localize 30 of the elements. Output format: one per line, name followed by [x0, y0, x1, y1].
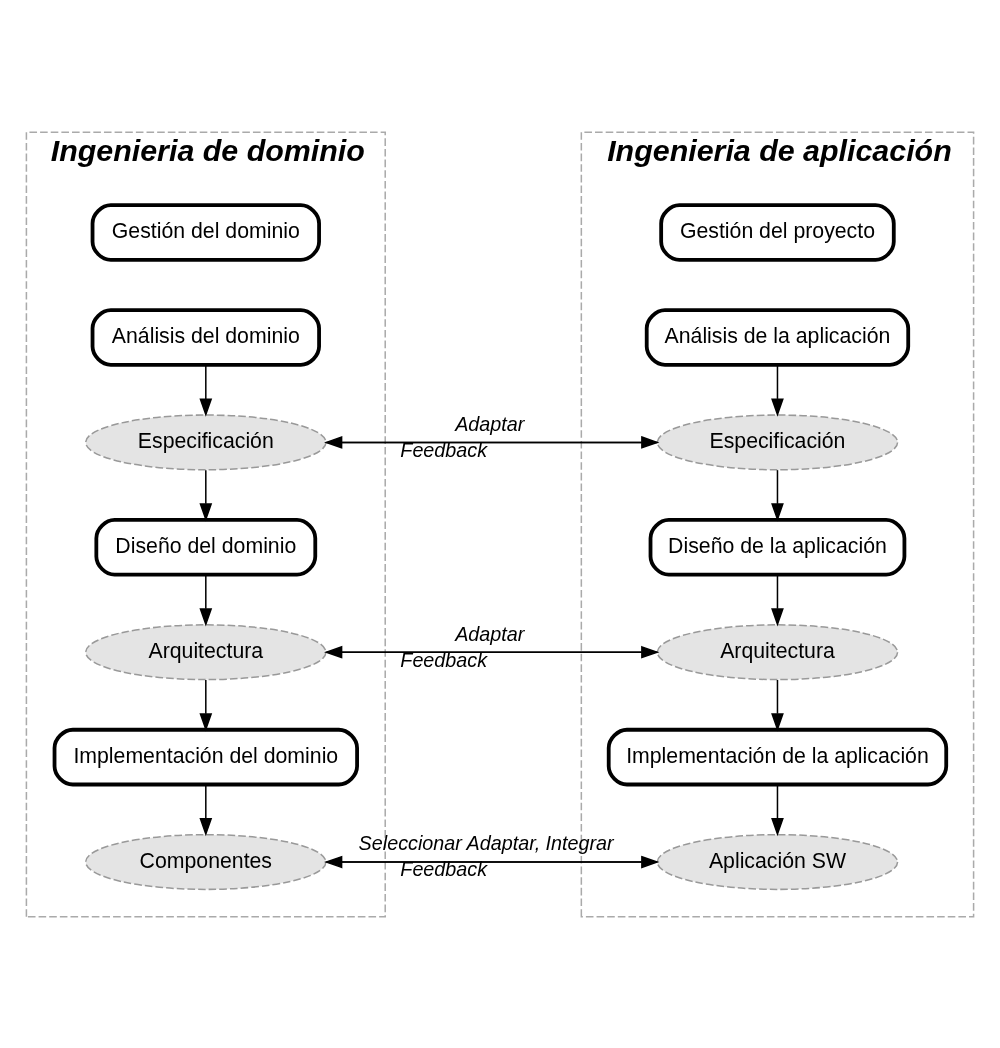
arrow	[771, 468, 784, 522]
arrow	[199, 364, 213, 417]
node-box: Diseño del dominio	[94, 517, 318, 577]
node-ellipse: Arquitectura	[84, 623, 327, 680]
node-ellipse: Arquitectura	[656, 623, 899, 680]
edge-label: Adaptar	[455, 622, 525, 645]
arrow	[199, 573, 213, 626]
arrow	[771, 783, 784, 836]
edge-label: Feedback	[400, 438, 488, 461]
edge-label: Seleccionar Adaptar, Integrar	[358, 831, 614, 854]
edge-label: Feedback	[400, 648, 488, 670]
node-box: Implementación del dominio	[52, 727, 359, 786]
arrow	[771, 573, 784, 626]
node-box: Implementación de la aplicación	[606, 727, 949, 786]
node-ellipse: Especificación	[656, 413, 899, 471]
node-box: Gestión del dominio	[90, 202, 321, 262]
arrow	[771, 678, 784, 731]
node-ellipse: Aplicación SW	[656, 833, 899, 890]
arrow	[771, 364, 784, 417]
node-ellipse: Componentes	[84, 833, 327, 890]
arrow	[199, 678, 213, 731]
arrow	[199, 468, 213, 522]
edge-label: Feedback	[400, 857, 488, 880]
arrow	[199, 783, 213, 836]
node-box: Análisis del dominio	[90, 307, 321, 367]
edge-label: Adaptar	[455, 412, 525, 435]
node-box: Diseño de la aplicación	[648, 517, 907, 577]
node-ellipse: Especificación	[84, 413, 327, 471]
node-box: Gestión del proyecto	[659, 202, 896, 262]
node-box: Análisis de la aplicación	[644, 307, 911, 367]
